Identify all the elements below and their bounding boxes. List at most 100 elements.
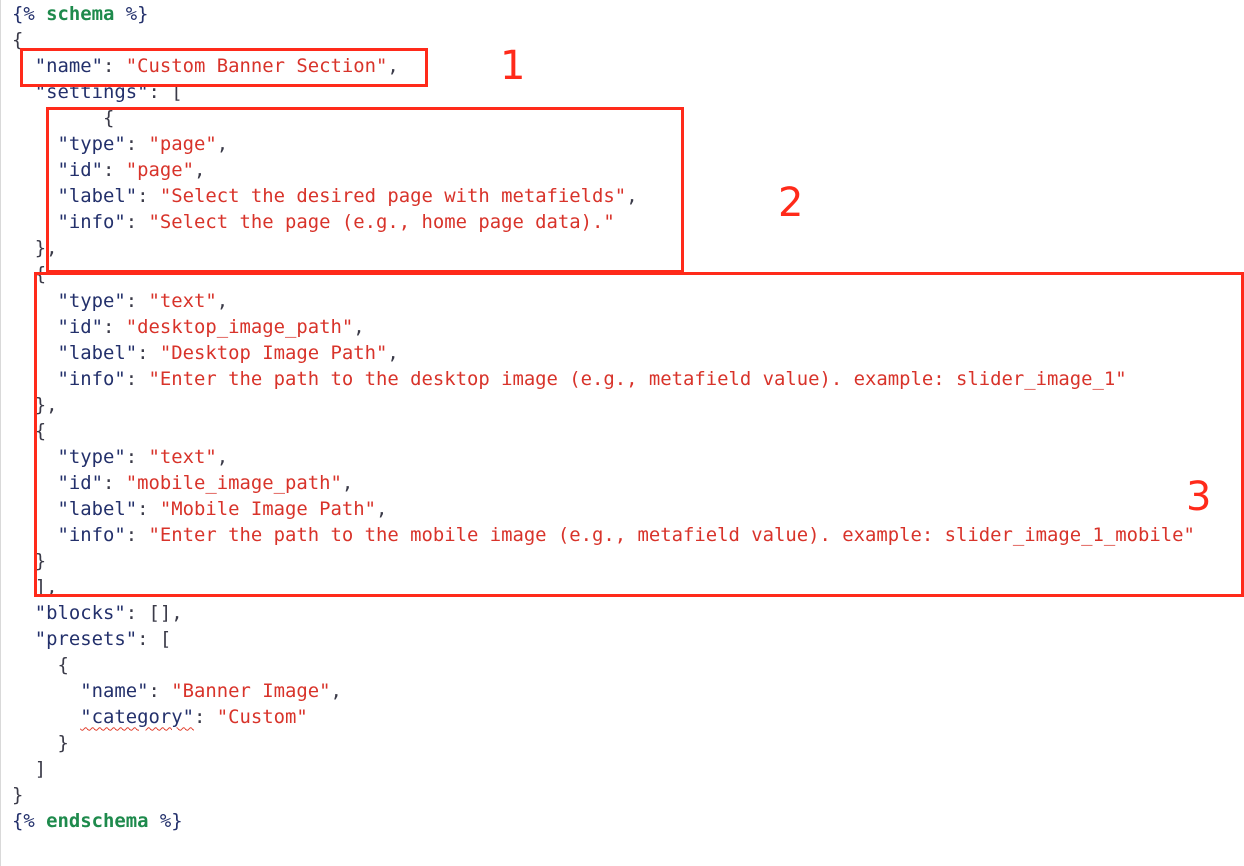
indent xyxy=(12,342,58,364)
punctuation: , xyxy=(216,289,229,312)
punctuation: : xyxy=(137,341,160,364)
punctuation: , xyxy=(341,471,354,494)
punctuation: : xyxy=(125,523,149,546)
punctuation: : xyxy=(148,680,172,703)
code-line: } xyxy=(12,548,1195,574)
indent xyxy=(12,732,58,754)
indent xyxy=(12,368,58,390)
indent xyxy=(12,602,35,624)
json-key: "id" xyxy=(57,471,104,494)
json-key: "info" xyxy=(57,523,126,546)
json-key: "type" xyxy=(57,289,126,312)
json-string: "page" xyxy=(148,133,217,156)
json-key: "category" xyxy=(80,706,194,729)
punctuation: }, xyxy=(34,237,58,260)
punctuation: { xyxy=(12,29,24,52)
json-string: "Desktop Image Path" xyxy=(159,341,388,364)
punctuation: : xyxy=(103,159,126,182)
code-line: "presets": [ xyxy=(12,626,1195,652)
indent xyxy=(12,446,58,468)
json-string: "Enter the path to the desktop image (e.… xyxy=(148,367,1127,390)
code-line: } xyxy=(12,782,1195,808)
indent xyxy=(12,263,35,285)
punctuation: : xyxy=(193,706,217,729)
punctuation: { xyxy=(57,654,69,677)
code-line: ], xyxy=(12,574,1195,600)
punctuation: , xyxy=(353,315,365,338)
code-line: { xyxy=(12,105,1195,131)
indent xyxy=(12,211,58,233)
indent xyxy=(12,81,35,103)
json-key: endschema xyxy=(46,810,149,833)
code-line: {% schema %} xyxy=(12,1,1195,27)
annotation-number-2: 2 xyxy=(778,180,804,226)
punctuation: : xyxy=(125,211,149,234)
indent xyxy=(12,394,35,416)
code-line: "id": "page", xyxy=(12,157,1195,183)
indent xyxy=(12,550,35,572)
punctuation: : [ xyxy=(148,81,183,104)
code-line: }, xyxy=(12,235,1195,261)
json-string: "Banner Image" xyxy=(171,680,331,703)
punctuation: , xyxy=(194,159,206,182)
code-line: { xyxy=(12,27,1195,53)
code-line: { xyxy=(12,418,1195,444)
punctuation: : [], xyxy=(125,602,183,625)
code-line: "label": "Select the desired page with m… xyxy=(12,183,1195,209)
code-line: "name": "Banner Image", xyxy=(12,678,1195,704)
json-key: "id" xyxy=(57,315,104,338)
punctuation: : xyxy=(125,367,149,390)
code-line: ] xyxy=(12,756,1195,782)
indent xyxy=(12,654,58,676)
punctuation: : xyxy=(137,497,160,520)
punctuation: {% xyxy=(12,3,47,25)
code-line: } xyxy=(12,730,1195,756)
punctuation: { xyxy=(34,263,47,286)
json-string: "page" xyxy=(125,159,194,182)
json-string: "Custom Banner Section" xyxy=(125,55,388,78)
punctuation: , xyxy=(387,341,399,364)
indent xyxy=(12,107,103,129)
punctuation: : xyxy=(137,185,160,208)
json-string: "desktop_image_path" xyxy=(125,315,354,338)
punctuation: : xyxy=(125,445,149,468)
code-line: "type": "text", xyxy=(12,444,1195,470)
json-key: "name" xyxy=(34,55,103,78)
punctuation: {% xyxy=(12,810,47,833)
code-line: "label": "Mobile Image Path", xyxy=(12,496,1195,522)
json-string: "Custom" xyxy=(216,706,308,729)
code-line: { xyxy=(12,652,1195,678)
code-line: "label": "Desktop Image Path", xyxy=(12,340,1195,366)
json-key: schema xyxy=(46,3,115,25)
indent xyxy=(12,706,80,728)
json-string: "Select the desired page with metafields… xyxy=(159,185,627,208)
indent xyxy=(12,316,58,338)
json-key: "id" xyxy=(57,159,104,182)
punctuation: { xyxy=(34,419,47,442)
punctuation: : xyxy=(103,315,126,338)
json-key: "info" xyxy=(57,211,126,234)
code-editor[interactable]: {% schema %}{ "name": "Custom Banner Sec… xyxy=(12,1,1195,835)
annotation-number-3: 3 xyxy=(1186,474,1212,520)
punctuation: { xyxy=(103,107,115,130)
json-string: "Select the page (e.g., home page data).… xyxy=(148,211,615,234)
punctuation: } xyxy=(12,784,24,807)
json-string: "text" xyxy=(148,445,217,468)
json-key: "settings" xyxy=(34,81,149,104)
indent xyxy=(12,420,35,442)
code-line: "settings": [ xyxy=(12,79,1195,105)
json-key: "blocks" xyxy=(34,602,126,625)
code-line: "name": "Custom Banner Section", xyxy=(12,53,1195,79)
indent xyxy=(12,290,58,312)
indent xyxy=(12,185,58,207)
punctuation: : xyxy=(103,55,126,78)
annotation-number-1: 1 xyxy=(500,43,526,89)
json-key: "type" xyxy=(57,445,126,468)
indent xyxy=(12,133,58,155)
json-string: "Mobile Image Path" xyxy=(159,497,376,520)
punctuation: : [ xyxy=(137,628,172,651)
indent xyxy=(12,237,35,259)
code-line: "type": "text", xyxy=(12,288,1195,314)
code-line: "info": "Enter the path to the mobile im… xyxy=(12,522,1195,548)
json-string: "mobile_image_path" xyxy=(125,471,342,494)
